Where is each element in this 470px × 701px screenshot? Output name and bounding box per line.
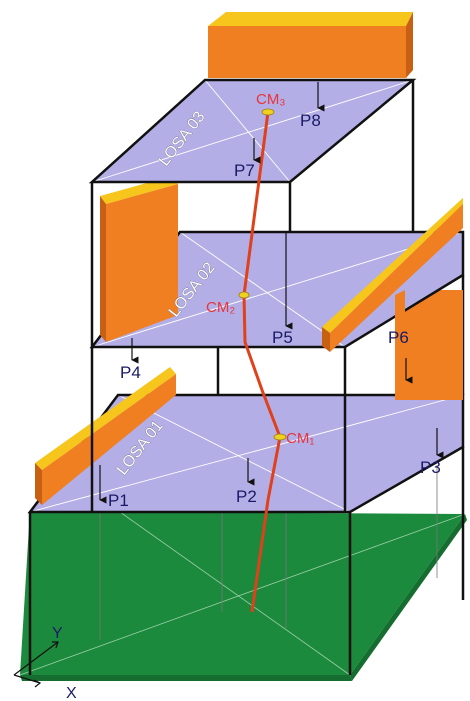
p7-label: P7 — [234, 161, 255, 180]
p3-label: P3 — [420, 458, 441, 477]
axis-y-label: Y — [52, 625, 63, 642]
cm3-label: CM₃ — [256, 91, 285, 108]
wall-slab03-top — [208, 12, 413, 78]
p6-label: P6 — [388, 328, 409, 347]
cm1-marker — [273, 433, 287, 441]
p2-label: P2 — [236, 487, 257, 506]
wall-slab03-left — [100, 176, 178, 342]
floor3-columns — [90, 80, 415, 347]
ground-plane — [20, 510, 465, 675]
p8-label: P8 — [300, 111, 321, 130]
cm2-marker — [238, 291, 250, 299]
p5-label: P5 — [272, 328, 293, 347]
p4-label: P4 — [120, 363, 141, 382]
p1-label: P1 — [108, 491, 129, 510]
wall-slab01 — [35, 367, 176, 505]
axis-indicator — [13, 641, 59, 688]
cm1-label: CM₁ — [286, 430, 314, 447]
floor1-columns — [28, 447, 465, 675]
cm2-label: CM₂ — [206, 299, 235, 316]
axis-x-label: X — [66, 685, 77, 701]
cm3-marker — [261, 108, 275, 116]
